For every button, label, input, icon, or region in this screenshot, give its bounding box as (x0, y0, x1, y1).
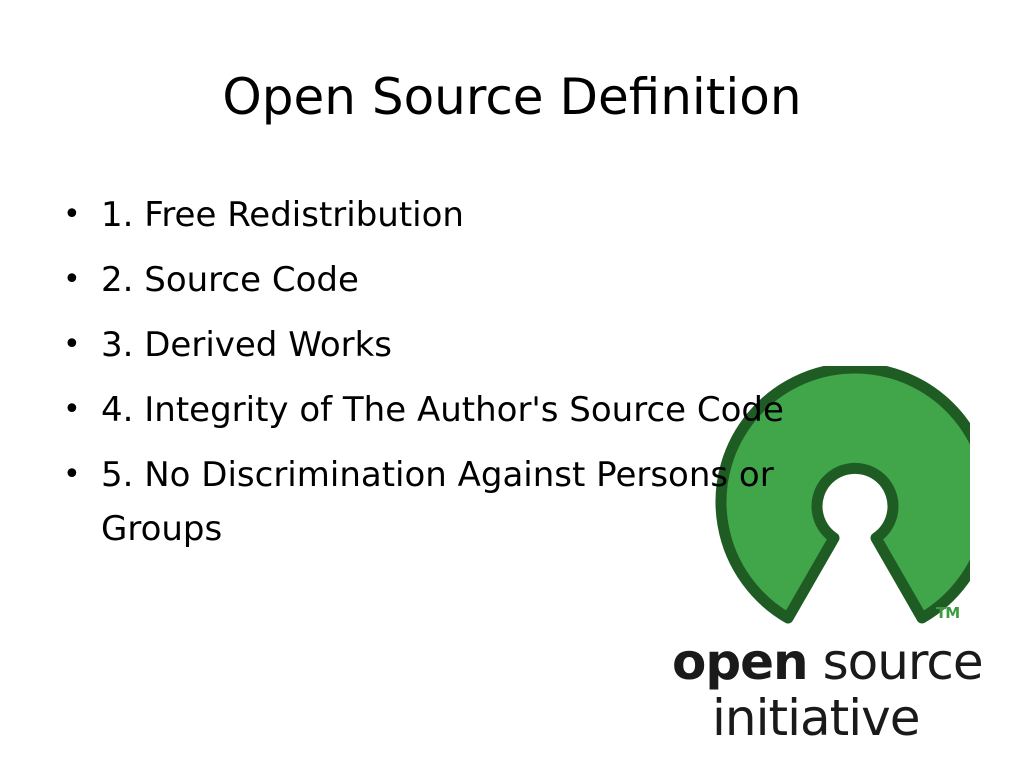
bullet-dot: • (63, 392, 81, 427)
bullet-text: 5. No Discrimination Against Persons or … (101, 455, 774, 549)
logo-word-initiative: initiative (712, 689, 920, 747)
bullet-item: • 1. Free Redistribution (60, 188, 846, 242)
osi-logo: TM open source initiative (668, 366, 1008, 756)
bullet-item: • 3. Derived Works (60, 318, 846, 372)
logo-wordmark-line1: open source (672, 633, 984, 691)
bullet-item: • 5. No Discrimination Against Persons o… (60, 448, 846, 556)
bullet-dot: • (63, 327, 81, 362)
bullet-text: 1. Free Redistribution (101, 195, 464, 235)
bullet-dot: • (63, 197, 81, 232)
bullet-dot: • (63, 262, 81, 297)
bullet-list: • 1. Free Redistribution • 2. Source Cod… (60, 188, 860, 567)
slide-title: Open Source Definition (222, 68, 802, 126)
bullet-text: 2. Source Code (101, 260, 359, 300)
bullet-item: • 4. Integrity of The Author's Source Co… (60, 383, 846, 437)
logo-word-source: source (822, 633, 984, 691)
logo-word-open: open (672, 633, 809, 691)
bullet-text: 4. Integrity of The Author's Source Code (101, 390, 784, 430)
bullet-item: • 2. Source Code (60, 253, 846, 307)
bullet-text: 3. Derived Works (101, 325, 393, 365)
trademark-mark: TM (936, 604, 960, 622)
bullet-dot: • (63, 457, 81, 492)
keyhole-icon (715, 366, 970, 624)
